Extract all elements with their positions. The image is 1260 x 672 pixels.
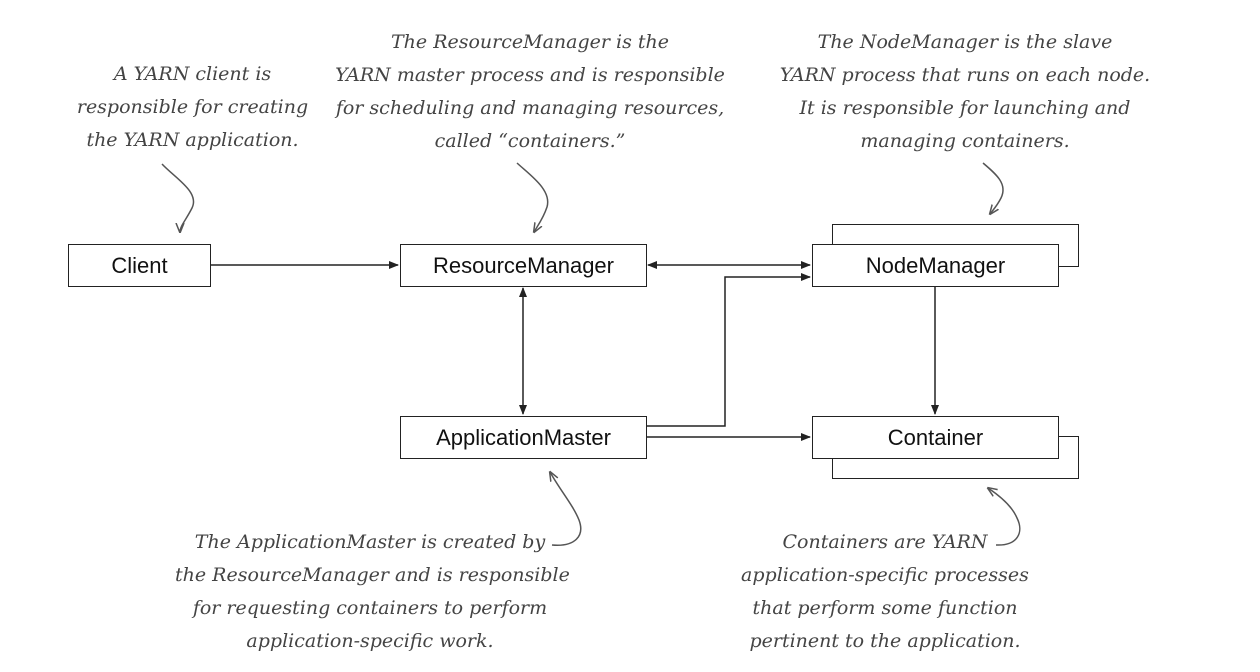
note-line: The ApplicationMaster is created by: [194, 531, 546, 553]
nodemanager-node: NodeManager: [812, 244, 1059, 287]
callout-applicationmaster: [550, 472, 582, 546]
callout-client: [161, 163, 195, 232]
note-line: that perform some function: [752, 597, 1018, 619]
client-label: Client: [111, 252, 168, 278]
resourcemanager-node: ResourceManager: [400, 244, 647, 287]
note-line: for requesting containers to perform: [192, 597, 548, 619]
note-line: It is responsible for launching and: [799, 97, 1131, 119]
note-line: The ResourceManager is the: [391, 31, 669, 53]
callout-container: [988, 488, 1021, 546]
client-node: Client: [68, 244, 211, 287]
note-line: The NodeManager is the slave: [817, 31, 1113, 53]
note-line: the ResourceManager and is responsible: [175, 564, 570, 586]
nodemanager-label: NodeManager: [865, 252, 1006, 278]
edge-applicationmaster-to-nodemanager: [647, 273, 811, 427]
note-line: A YARN client is: [113, 63, 272, 85]
note-container: Containers are YARN application-specific…: [735, 526, 1035, 658]
applicationmaster-label: ApplicationMaster: [436, 424, 611, 450]
note-line: for scheduling and managing resources,: [335, 97, 725, 119]
note-applicationmaster: The ApplicationMaster is created by the …: [175, 526, 570, 658]
note-nodemanager: The NodeManager is the slave YARN proces…: [770, 26, 1160, 158]
note-line: Containers are YARN: [782, 531, 988, 553]
note-line: called “containers.”: [434, 130, 626, 152]
note-line: application-specific work.: [246, 630, 494, 652]
note-line: YARN master process and is responsible: [335, 64, 725, 86]
container-label: Container: [887, 424, 984, 450]
note-line: application-specific processes: [741, 564, 1029, 586]
note-line: managing containers.: [860, 130, 1070, 152]
container-node: Container: [812, 416, 1059, 459]
note-client: A YARN client is responsible for creatin…: [60, 58, 325, 157]
note-line: responsible for creating: [76, 96, 309, 118]
callout-nodemanager: [982, 162, 1004, 214]
note-line: the YARN application.: [86, 129, 299, 151]
note-resourcemanager: The ResourceManager is the YARN master p…: [335, 26, 725, 158]
applicationmaster-node: ApplicationMaster: [400, 416, 647, 459]
note-line: YARN process that runs on each node.: [779, 64, 1151, 86]
callout-resourcemanager: [516, 162, 549, 232]
resourcemanager-label: ResourceManager: [433, 252, 614, 278]
note-line: pertinent to the application.: [749, 630, 1021, 652]
